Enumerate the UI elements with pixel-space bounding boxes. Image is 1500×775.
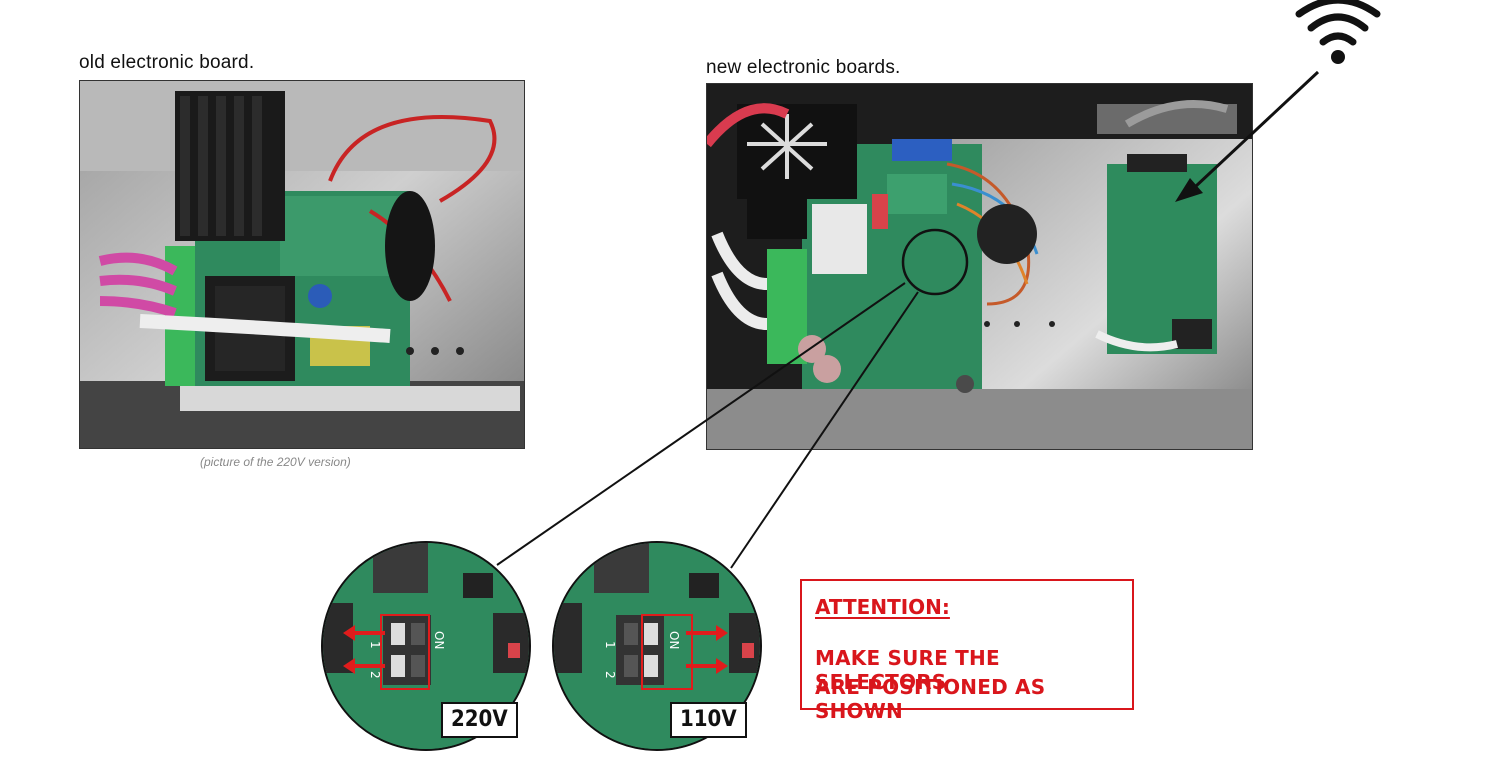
old-board-photo: [79, 80, 525, 449]
old-board-caption: (picture of the 220V version): [200, 455, 351, 469]
new-board-label: new electronic boards.: [706, 57, 901, 78]
attention-notice: ATTENTION: MAKE SURE THE SELECTORS ARE P…: [800, 579, 1134, 723]
svg-text:1: 1: [603, 641, 617, 649]
attention-title: ATTENTION:: [815, 595, 950, 619]
voltage-label-110v: 110V: [670, 702, 747, 738]
zoom-detail-220v: 1 2 ON: [321, 541, 531, 751]
voltage-label-220v: 220V: [441, 702, 518, 738]
new-board-photo: [706, 83, 1253, 450]
svg-text:2: 2: [603, 671, 617, 679]
wifi-icon: [1295, 0, 1381, 64]
attention-line-1: MAKE SURE THE SELECTORS: [815, 646, 1000, 694]
attention-line-2: ARE POSITIONED AS SHOWN: [815, 675, 1046, 723]
svg-text:ON: ON: [432, 631, 446, 649]
old-board-label: old electronic board.: [79, 52, 255, 73]
svg-text:1: 1: [368, 641, 382, 649]
svg-text:ON: ON: [667, 631, 681, 649]
svg-text:2: 2: [368, 671, 382, 679]
